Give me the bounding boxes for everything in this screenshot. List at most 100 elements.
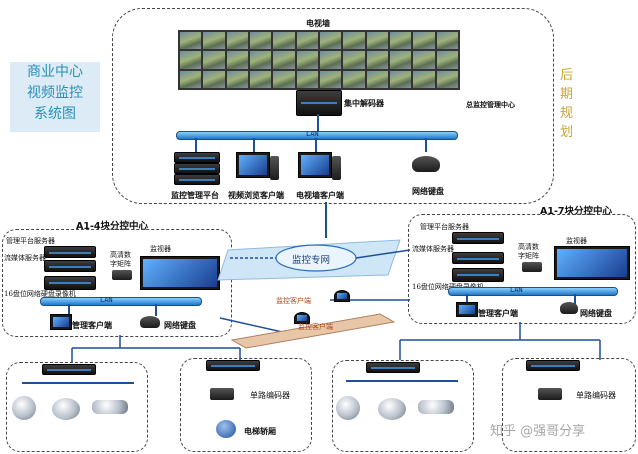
platform-lan-link: [195, 138, 197, 152]
central-network-keyboard: [412, 156, 440, 172]
a17-title: A1-7块分控中心: [540, 206, 613, 217]
dome-camera-2b: [378, 398, 406, 420]
remote-client-bottom-label: 监控客户端: [298, 323, 333, 331]
browse-client-lan-link: [253, 138, 255, 152]
a17-storage-server: [452, 268, 504, 282]
a14-storage-server: [44, 276, 96, 290]
edge-switch-3: [366, 362, 420, 373]
remote-client-bottom-monitor: [294, 312, 310, 324]
edge-switch-4: [526, 360, 580, 371]
remote-client-top-monitor: [334, 290, 350, 302]
a14-hd-matrix-line2: 字矩阵: [110, 260, 131, 268]
tvwall-client-label: 电视墙客户端: [296, 191, 344, 200]
a17-keyboard-device: [560, 302, 578, 314]
central-decoder-device: [296, 90, 342, 116]
a14-frame: [2, 229, 232, 337]
a17-hd-matrix-line1: 高清数: [518, 243, 539, 251]
a17-client-link: [466, 294, 468, 304]
edge-switch-3-bus: [346, 380, 458, 382]
remote-client-pad: [230, 313, 396, 349]
a17-stream-server: [452, 252, 504, 264]
future-char-4: 划: [560, 125, 574, 140]
a17-monitor-label: 监视器: [566, 237, 587, 245]
edge-encoder-group-left: [180, 358, 312, 452]
a14-stream-server: [44, 260, 96, 272]
a14-mgmt-server: [44, 246, 96, 258]
edge-encoder-group-right: [502, 358, 636, 452]
a17-keyboard-link: [574, 294, 576, 304]
a17-mgmt-server-label: 管理平台服务器: [420, 223, 469, 231]
future-char-3: 规: [560, 106, 574, 121]
tvwall-client-tower: [332, 156, 341, 180]
a17-keyboard-label: 网络键盘: [580, 309, 612, 318]
a14-lan-bus: [40, 297, 202, 306]
browse-client-label: 视频浏览客户端: [228, 191, 284, 200]
a14-hd-matrix-device: [112, 270, 132, 280]
elevator-camera: [216, 420, 236, 438]
encoder-right-device: [538, 388, 562, 400]
a17-frame: [408, 214, 636, 324]
platform-server-3: [174, 174, 220, 185]
central-control-frame: [112, 8, 554, 204]
a14-client-monitor: [50, 314, 72, 330]
keyboard-lan-link: [425, 138, 427, 152]
a14-keyboard-link: [155, 304, 157, 316]
central-lan-label: LAN: [306, 130, 319, 138]
encoder-left-label: 单路编码器: [250, 391, 290, 400]
a17-storage-label: 16盘位网络硬盘录像机: [412, 283, 484, 291]
a14-storage-label: 16盘位网络硬盘录像机: [4, 290, 76, 298]
central-keyboard-label: 网络键盘: [412, 187, 444, 196]
dome-camera-2a: [336, 396, 360, 420]
a17-stream-server-label: 流媒体服务器: [412, 245, 454, 253]
browse-client-monitor: [236, 152, 270, 178]
title-line-1: 商业中心: [27, 64, 83, 80]
edge-switch-1-bus: [22, 382, 134, 384]
a17-client-label: 管理客户端: [478, 309, 518, 318]
bullet-camera-1c: [92, 400, 128, 414]
platform-server-1: [174, 152, 220, 163]
remote-client-top-label: 监控客户端: [276, 297, 311, 305]
a14-keyboard-label: 网络键盘: [164, 321, 196, 330]
central-to-network-link: [325, 202, 327, 238]
system-title-box: 商业中心 视频监控 系统图: [10, 62, 100, 132]
title-line-2: 视频监控: [27, 85, 83, 101]
decoder-label: 集中解码器: [344, 99, 384, 108]
a14-hd-matrix-line1: 高清数: [110, 251, 131, 259]
edge-switch-2: [206, 360, 260, 371]
platform-server-2: [174, 163, 220, 174]
a17-lan-bus: [448, 287, 618, 296]
platform-label: 监控管理平台: [171, 191, 219, 200]
central-lan-bus: [176, 131, 458, 140]
future-char-2: 期: [560, 87, 574, 102]
a14-client-link: [68, 304, 70, 316]
cloud-to-a17-link: [355, 249, 411, 259]
a14-monitor: [140, 256, 220, 290]
bullet-camera-2c: [418, 400, 454, 414]
a14-mgmt-server-label: 管理平台服务器: [6, 237, 55, 245]
a14-monitor-label: 监视器: [150, 245, 171, 253]
tvwall-client-monitor: [298, 152, 332, 178]
a17-client-monitor: [456, 302, 478, 317]
a14-client-label: 管理客户端: [72, 321, 112, 330]
watermark-text: 知乎 @强哥分享: [490, 424, 586, 439]
a14-keyboard-device: [140, 316, 160, 328]
decoder-lan-link: [317, 114, 319, 132]
future-char-1: 后: [560, 68, 574, 83]
edge-camera-group-2: [332, 360, 474, 452]
edge-camera-group-1: [6, 362, 148, 452]
a17-monitor: [554, 246, 630, 280]
a17-hd-matrix-device: [522, 262, 542, 272]
edge-switch-1: [42, 364, 96, 375]
center-name-label: 总监控管理中心: [466, 101, 515, 109]
title-line-3: 系统图: [34, 106, 76, 122]
elevator-label: 电梯轿厢: [244, 427, 276, 436]
a14-stream-server-label: 流媒体服务器: [4, 254, 46, 262]
video-wall: [178, 30, 460, 90]
browse-client-tower: [270, 156, 279, 180]
a14-title: A1-4块分控中心: [76, 221, 149, 232]
dome-camera-1a: [12, 396, 36, 420]
dome-camera-1b: [52, 398, 80, 420]
a17-mgmt-server: [452, 232, 504, 244]
a14-lan-label: LAN: [100, 296, 113, 304]
